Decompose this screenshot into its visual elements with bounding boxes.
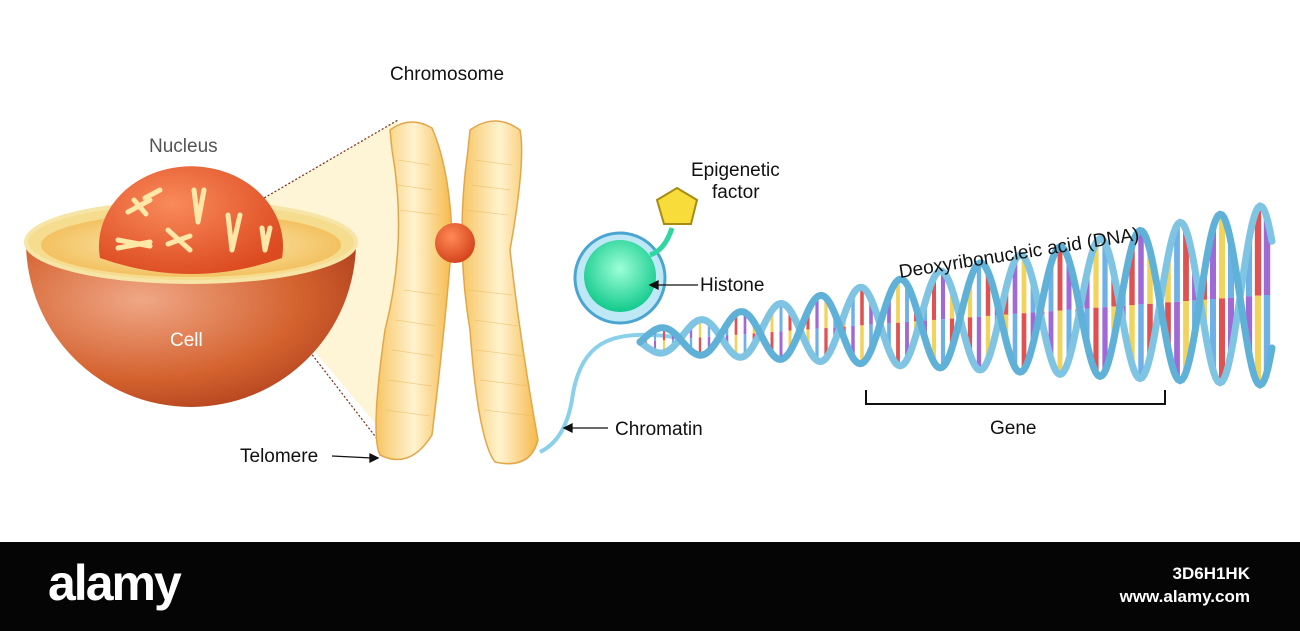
- epigenetic-label-line2: factor: [712, 182, 760, 203]
- histone: [573, 231, 667, 325]
- stock-image-id: 3D6H1HK: [1172, 564, 1250, 583]
- chromatid-right: [461, 120, 539, 465]
- footer-bar: alamy 3D6H1HK www.alamy.com: [0, 542, 1300, 631]
- cell-hemisphere: [26, 242, 356, 407]
- chromatin-label: Chromatin: [615, 419, 703, 440]
- epigenetic-factor-pentagon: [655, 186, 699, 225]
- histone-core: [584, 240, 656, 312]
- site-url-link[interactable]: www.alamy.com: [1119, 587, 1250, 606]
- dna-structure-diagram: Chromosome Nucleus Cell Epigenetic facto…: [24, 64, 1276, 467]
- gene-bracket: [865, 390, 1166, 405]
- dna-backbone-strand: [636, 202, 1276, 387]
- gene-label: Gene: [990, 418, 1036, 439]
- nucleus-label: Nucleus: [149, 136, 218, 157]
- chromatid-texture: [385, 159, 535, 417]
- chromosome: [375, 120, 539, 465]
- zoom-line-top: [239, 119, 399, 213]
- chromosome-label: Chromosome: [390, 64, 504, 85]
- dna-backbone-strand: [636, 210, 1276, 389]
- alamy-logo[interactable]: alamy: [48, 555, 182, 611]
- epigenetic-label-line1: Epigenetic: [691, 160, 780, 181]
- epigenetic-tail: [649, 227, 675, 258]
- histone-label: Histone: [700, 275, 764, 296]
- chromatin-fiber: [539, 332, 681, 454]
- telomere-label: Telomere: [240, 446, 318, 467]
- centromere: [435, 223, 475, 263]
- mini-chromosomes: [115, 187, 273, 253]
- nucleus-sphere: [99, 166, 283, 274]
- cell-label: Cell: [170, 330, 203, 351]
- nucleus: [99, 166, 283, 274]
- chromatid-left: [375, 121, 453, 461]
- dna-double-helix: [636, 202, 1276, 389]
- pointer-lines: [331, 279, 698, 464]
